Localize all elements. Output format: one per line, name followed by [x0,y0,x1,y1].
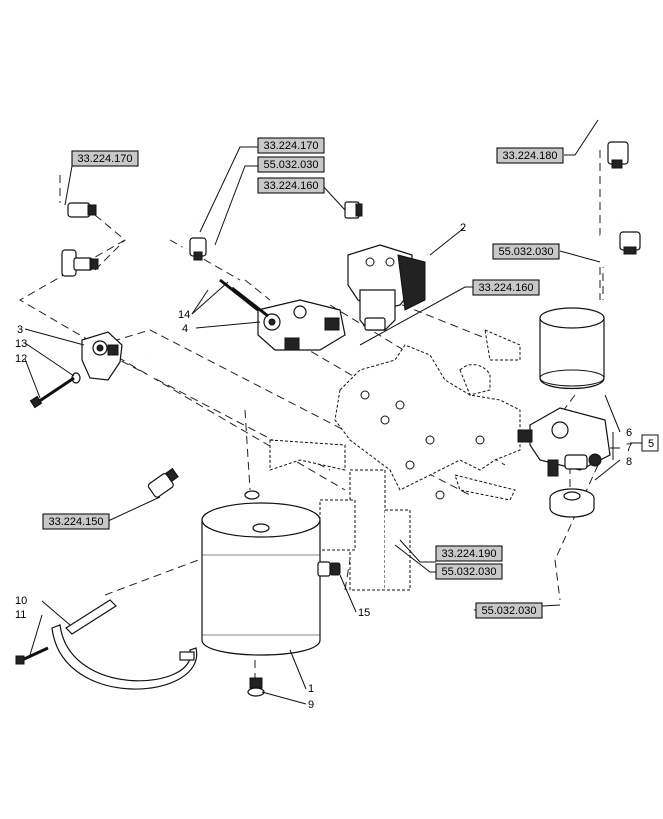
mounting-bracket [269,329,521,591]
reference-label: 33.224.150 [48,516,103,528]
connector-fitting-upper [189,237,207,261]
callout-5: 5 [648,438,654,450]
drain-valve-9 [247,677,265,697]
air-tank [201,490,331,656]
reference-box: 33.224.180 [496,147,564,164]
reference-label: 55.032.030 [263,159,318,171]
reference-box: 55.032.030 [257,156,325,173]
connector-fitting-lower [147,467,179,498]
callout-3: 3 [17,324,23,336]
reference-box: 55.032.030 [475,602,543,619]
callout-10: 10 [15,595,27,607]
reference-label: 33.224.170 [77,153,132,165]
reference-label: 33.224.180 [502,150,557,162]
callout-9: 9 [308,699,314,711]
reference-label: 33.224.160 [263,180,318,192]
valve-block [257,299,346,351]
callout-numbers: 1 2 3 4 5 6 7 8 9 10 11 12 13 14 15 [15,222,659,711]
tee-fitting-left [61,249,99,277]
callout-15: 15 [358,607,370,619]
callout-6: 6 [626,427,632,439]
reference-box: 33.224.170 [71,150,139,167]
callout-12: 12 [15,353,27,365]
reference-label: 55.032.030 [498,246,553,258]
reference-box: 33.224.150 [42,513,110,530]
silencer-8 [549,488,595,518]
reference-box: 33.224.190 [435,545,503,562]
air-dryer-cartridge [539,307,605,390]
callout-14: 14 [178,309,190,321]
connector-fitting-right [619,231,641,255]
callout-2: 2 [460,222,466,234]
connector-fitting-top-right [607,141,629,169]
fitting-15 [329,562,341,576]
callout-11: 11 [15,609,26,621]
elbow-fitting-top-left [67,202,97,218]
air-dryer-base [517,407,611,477]
callout-13: 13 [15,338,27,350]
callout-7: 7 [626,442,632,454]
reference-label: 33.224.160 [478,282,533,294]
bolt-11 [15,646,49,665]
reference-label: 55.032.030 [481,605,536,617]
reference-label: 55.032.030 [441,566,496,578]
reference-box: 55.032.030 [435,563,503,580]
reference-box: 33.224.170 [257,137,325,154]
callout-4: 4 [182,323,188,335]
modulator-valve [347,244,426,331]
callout-5-box [641,434,659,452]
connector-fitting-valve [344,201,363,219]
callout-1: 1 [308,683,314,695]
callout-8: 8 [626,456,632,468]
reference-box: 33.224.160 [472,279,540,296]
reference-label: 33.224.170 [263,140,318,152]
tank-strap [51,599,198,690]
reference-box: 55.032.030 [492,243,560,260]
bolt-12 [29,376,75,409]
bolts-14 [219,278,269,318]
reference-box: 33.224.160 [257,177,325,194]
leader-lines [24,119,642,705]
relay-valve [81,331,123,381]
reference-label: 33.224.190 [441,548,496,560]
